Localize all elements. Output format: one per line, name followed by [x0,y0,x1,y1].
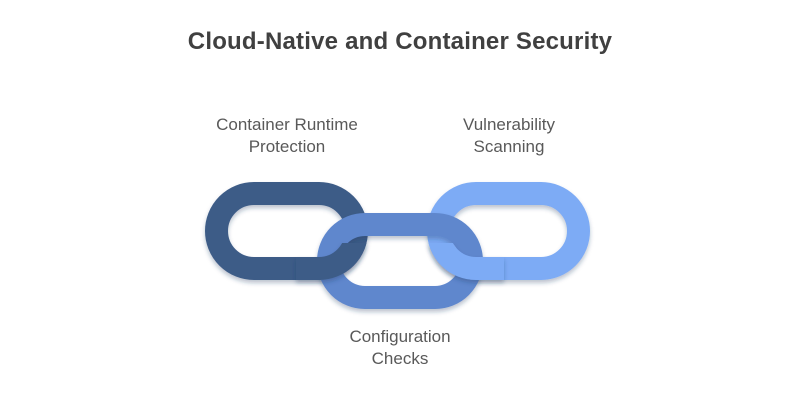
label-line: Checks [371,349,429,368]
page-title: Cloud-Native and Container Security [187,28,613,55]
label-line: Vulnerability [463,115,555,134]
label-configuration-checks: Configuration Checks [290,326,510,370]
label-line: Container Runtime [216,115,358,134]
label-line: Configuration [349,327,451,346]
label-container-runtime-protection: Container Runtime Protection [177,114,397,158]
label-line: Scanning [473,137,545,156]
label-vulnerability-scanning: Vulnerability Scanning [399,114,619,158]
label-line: Protection [248,137,326,156]
